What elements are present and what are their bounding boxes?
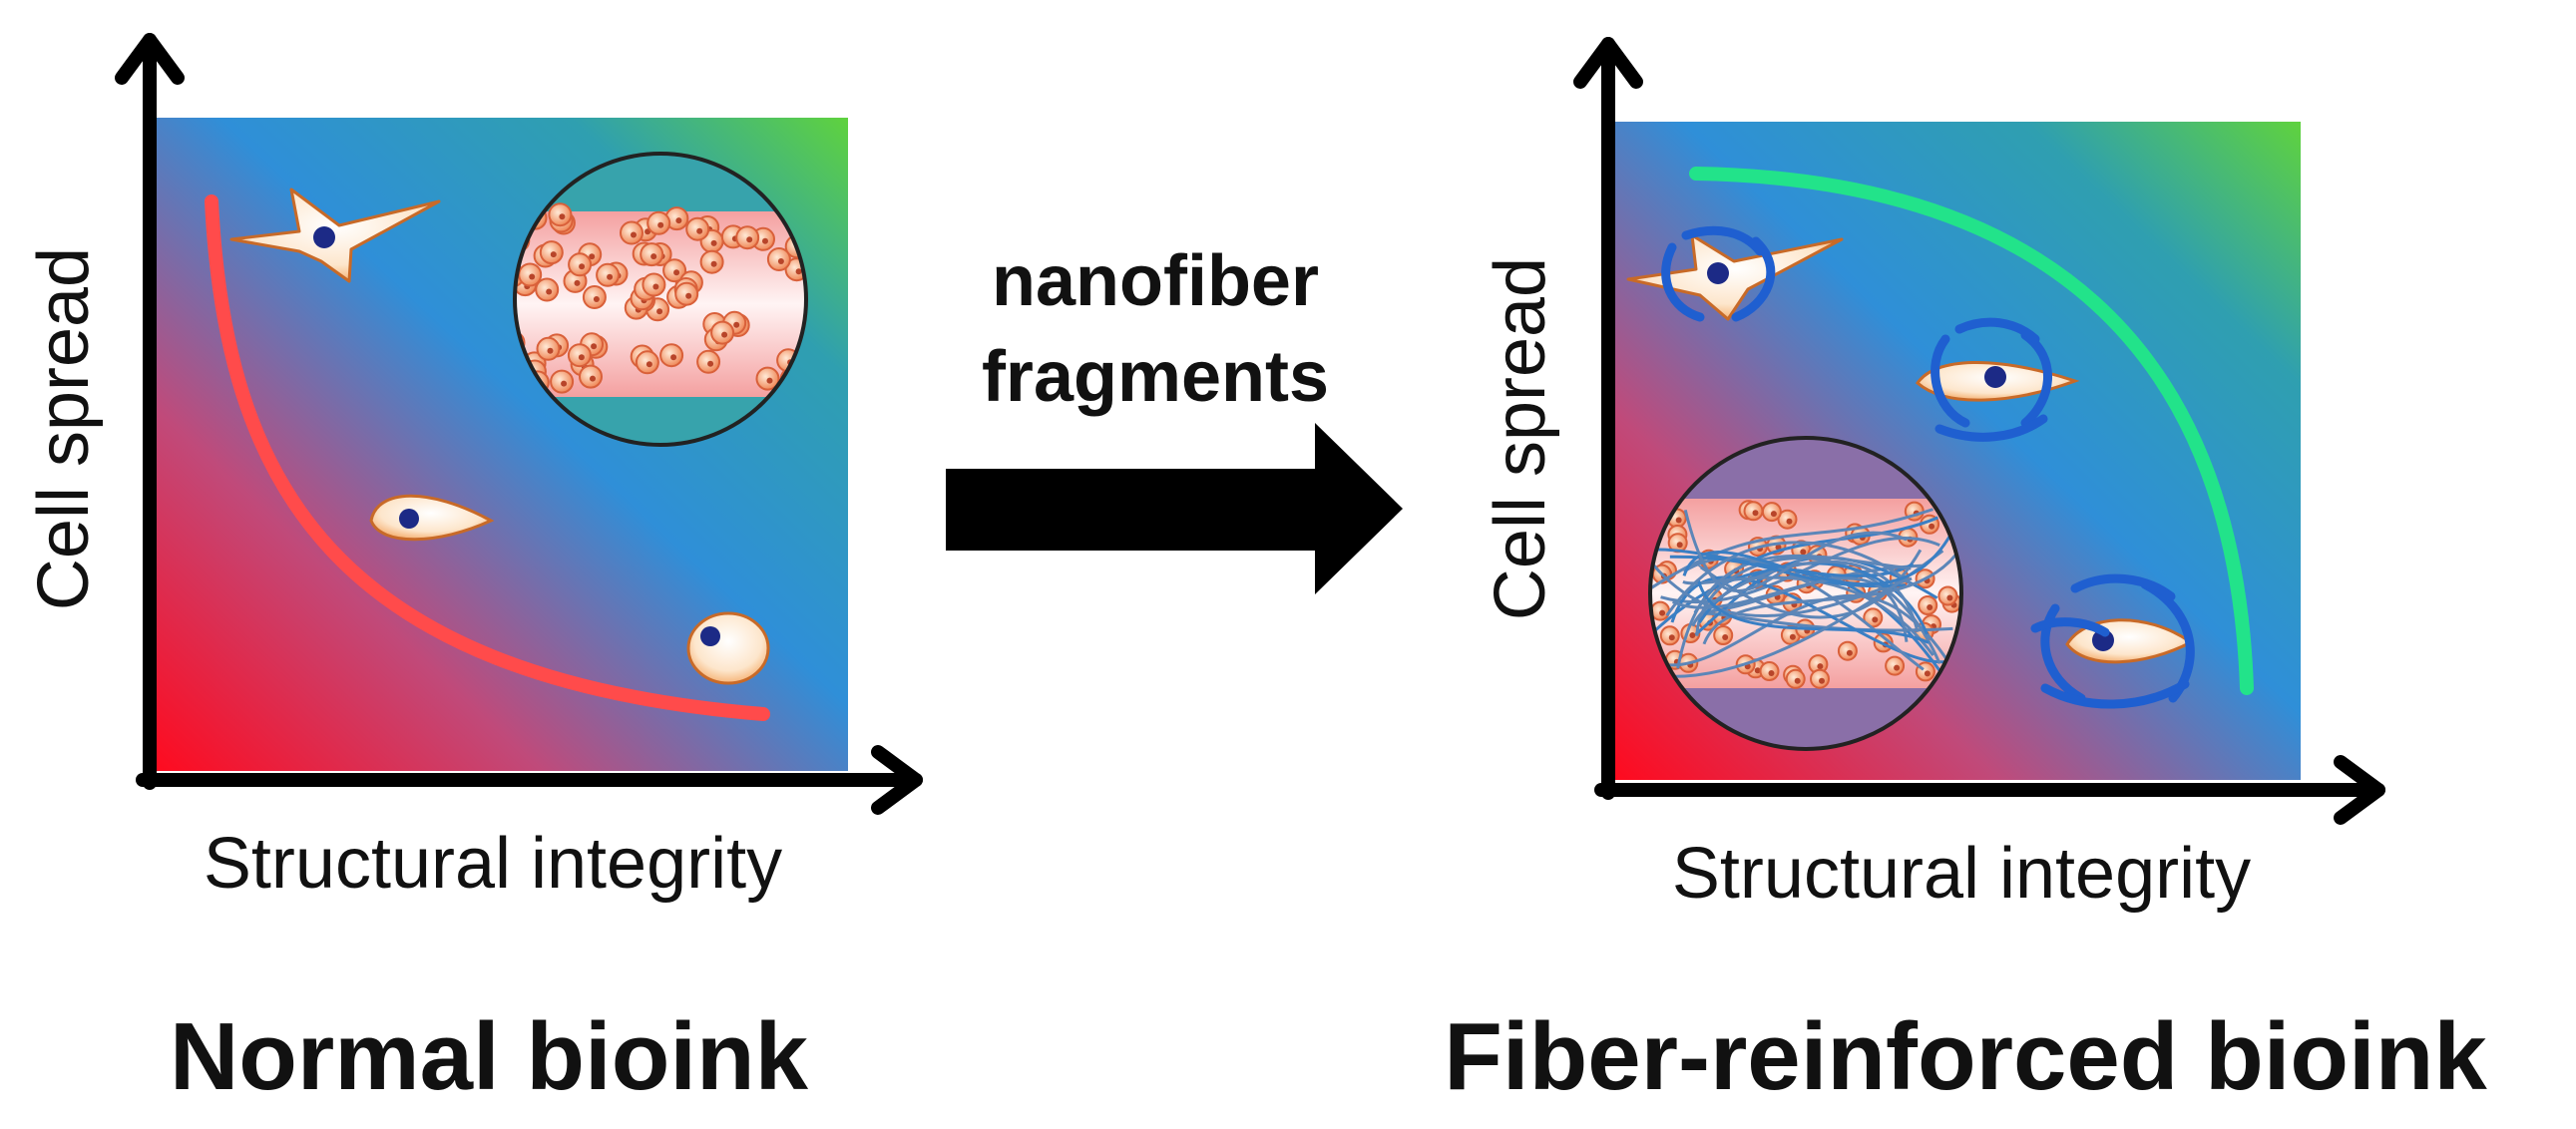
- particle-dot: [1817, 663, 1824, 670]
- particle-dot: [696, 227, 703, 234]
- left-caption: Normal bioink: [170, 1003, 809, 1110]
- nanofiber-strand: [1670, 575, 1961, 664]
- nanofiber-strand: [1650, 549, 1944, 678]
- particle-dot: [1927, 604, 1933, 610]
- particle-dot: [1722, 634, 1729, 640]
- particle-dot: [1768, 670, 1775, 676]
- particle-dot: [1770, 511, 1777, 518]
- right-inset-fibers: [1648, 436, 1963, 751]
- particle-dot: [710, 260, 717, 267]
- fiber-round-cell-icon: [2030, 573, 2195, 709]
- nanofiber-strand: [1702, 547, 1961, 645]
- particle-dot: [1676, 542, 1683, 549]
- particle-dot: [1872, 616, 1879, 623]
- particle-dot: [670, 354, 677, 361]
- right-x-axis-label: Structural integrity: [1672, 834, 2251, 914]
- particle-dot: [685, 292, 692, 299]
- transition: nanofiber fragments: [946, 241, 1403, 594]
- particle-dot: [721, 331, 728, 338]
- particle-dot: [607, 273, 614, 280]
- particle-dot: [1786, 518, 1793, 525]
- elongated-cell-icon: [369, 494, 495, 542]
- nanofiber-strand: [1682, 524, 1957, 586]
- particle-dot: [656, 308, 663, 315]
- transition-arrow: [946, 423, 1403, 594]
- particle-dot: [1794, 677, 1801, 684]
- right-panel: Cell spread Structural integrity Fiber-r…: [1444, 37, 2487, 1110]
- particle-dot: [590, 375, 596, 382]
- particle-dot: [650, 253, 657, 260]
- particle-dot: [529, 273, 536, 280]
- particle-dot: [1946, 594, 1953, 601]
- nanofiber-strand: [1665, 541, 1913, 617]
- particle-dot: [1659, 609, 1666, 616]
- particle-dot: [766, 377, 773, 384]
- particle-dot: [550, 251, 557, 258]
- particle-dot: [1929, 523, 1935, 530]
- particle-dot: [589, 253, 596, 260]
- right-y-axis-label: Cell spread: [1481, 257, 1560, 620]
- right-axes: [1573, 37, 2385, 825]
- left-panel: Cell spread Structural integrity Normal …: [24, 33, 923, 1110]
- particle-dot: [631, 231, 637, 238]
- reinforced-bioink-curve: [1689, 167, 2254, 695]
- particle-dot: [578, 354, 585, 361]
- particle-dot: [579, 263, 586, 270]
- nanofiber-strand: [1671, 576, 1909, 642]
- particle-dot: [675, 217, 682, 224]
- particle-dot: [795, 268, 802, 275]
- nanofiber-strand: [1676, 554, 1912, 669]
- particle-dot: [559, 213, 566, 220]
- particle-dot: [652, 283, 659, 290]
- particle-dot: [746, 236, 753, 243]
- nanofiber-strand: [1701, 611, 1953, 632]
- particle-dot: [593, 296, 600, 302]
- particle-dot: [547, 347, 554, 354]
- normal-bioink-curve: [205, 194, 770, 721]
- particle-dot: [1775, 544, 1782, 551]
- particle-dot: [673, 269, 680, 276]
- particle-dot: [657, 221, 664, 228]
- round-cell-icon: [686, 611, 770, 685]
- particle-dot: [1789, 633, 1796, 640]
- particle-dot: [1819, 677, 1825, 684]
- nanofiber-strand: [1696, 578, 1930, 644]
- nanofiber-strand: [1668, 593, 1952, 667]
- particle-dot: [561, 380, 568, 387]
- particle-dot: [1924, 670, 1931, 677]
- left-y-axis-label: Cell spread: [24, 247, 104, 610]
- left-axes: [115, 33, 923, 815]
- particle-dot: [1846, 649, 1853, 656]
- particle-dot: [1894, 664, 1901, 671]
- particle-dot: [762, 237, 768, 244]
- particle-dot: [707, 360, 714, 367]
- particle-dot: [645, 361, 652, 368]
- nanofiber-strand: [1683, 509, 1908, 592]
- particle-dot: [1752, 510, 1759, 517]
- particle-dot: [1675, 517, 1682, 524]
- particle-dot: [1754, 667, 1761, 674]
- particle-dot: [574, 279, 581, 286]
- nanofiber-strand: [1669, 555, 1907, 588]
- particle-dot: [733, 321, 740, 328]
- particle-dot: [1689, 632, 1696, 638]
- right-caption: Fiber-reinforced bioink: [1444, 1003, 2487, 1110]
- fiber-spread-cell-icon: [1626, 225, 1844, 322]
- particle-dot: [777, 258, 784, 264]
- particle-dot: [1668, 634, 1675, 641]
- particle-dot: [710, 239, 717, 246]
- transition-line-2: fragments: [982, 337, 1329, 417]
- nanofiber-network: [1650, 508, 1961, 678]
- transition-line-1: nanofiber: [992, 241, 1319, 321]
- fiber-elongated-cell-icon: [1915, 317, 2080, 442]
- particle-dot: [1800, 549, 1807, 556]
- left-x-axis-label: Structural integrity: [204, 824, 782, 904]
- particle-dot: [546, 288, 553, 295]
- spread-cell-icon: [229, 188, 441, 283]
- particle-dot: [591, 343, 598, 350]
